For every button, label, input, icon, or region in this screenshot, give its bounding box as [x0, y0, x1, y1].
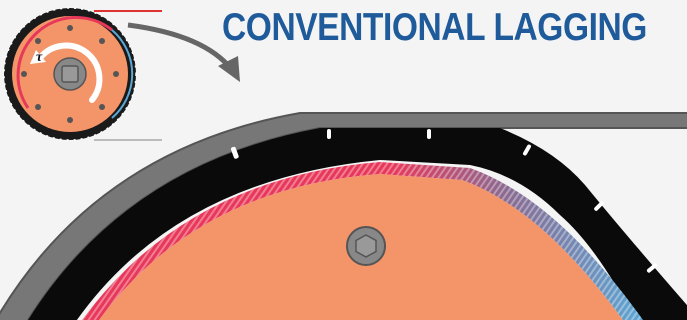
lagging-grooves — [230, 129, 658, 273]
lagging-band — [28, 128, 687, 320]
torque-label: τ — [36, 50, 43, 65]
inset-pulley — [3, 7, 162, 141]
hex-bolt-icon — [346, 226, 386, 266]
diagram-title: CONVENTIONAL LAGGING — [222, 6, 647, 49]
curved-arrow-icon — [127, 22, 240, 82]
rotation-arrow-icon — [37, 42, 103, 103]
